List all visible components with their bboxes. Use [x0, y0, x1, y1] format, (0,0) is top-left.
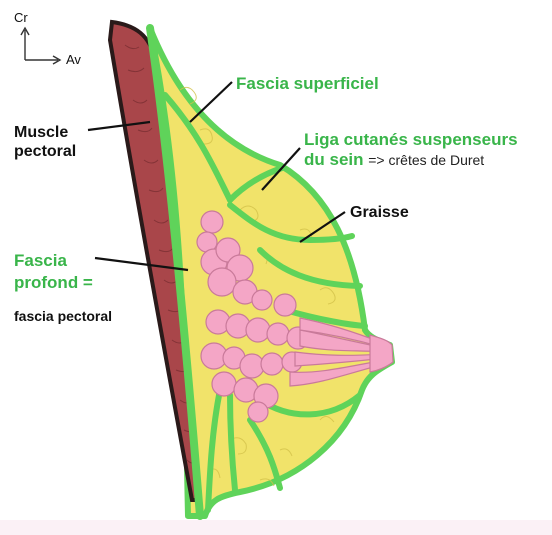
orientation-indicator	[20, 26, 62, 65]
pointer-muscle	[87, 120, 151, 132]
fascia-profond-line1: Fascia	[14, 251, 67, 270]
fascia-profond-line2: profond =	[14, 273, 93, 293]
ligaments-label: Liga cutanés suspenseurs du sein => crêt…	[304, 130, 518, 171]
anterior-arrowhead-icon	[52, 55, 62, 65]
anterior-label: Av	[66, 52, 81, 67]
fascia-superficiel-label: Fascia superficiel	[236, 74, 379, 93]
fat-texture	[179, 86, 336, 487]
deep-fascia	[146, 24, 204, 520]
nipple	[369, 334, 394, 373]
pointer-fascia-profond	[94, 256, 189, 272]
muscle-label-line1: Muscle	[14, 124, 69, 141]
cranial-label: Cr	[14, 10, 28, 25]
fascia-profond-label: Fascia profond =	[14, 250, 93, 294]
ligaments-label-line2: du sein => crêtes de Duret	[304, 150, 518, 170]
cranial-arrowhead-icon	[20, 26, 30, 36]
muscle-label-line2: pectoral	[14, 143, 77, 161]
muscle-label: Muscle pectoral	[14, 123, 76, 161]
pointer-ligaments	[261, 147, 301, 191]
cretes-de-duret-note: => crêtes de Duret	[368, 152, 485, 169]
fascia-pectoral-label: fascia pectoral	[14, 308, 113, 324]
pointer-fascia-superficiel	[189, 81, 233, 123]
ligaments-label-du-sein: du sein	[304, 150, 364, 170]
suspensory-ligaments	[162, 92, 368, 513]
pointer-lines	[87, 81, 346, 272]
ligaments-label-line1: Liga cutanés suspenseurs	[304, 130, 518, 149]
pointer-graisse	[299, 211, 346, 243]
graisse-label: Graisse	[350, 204, 409, 221]
